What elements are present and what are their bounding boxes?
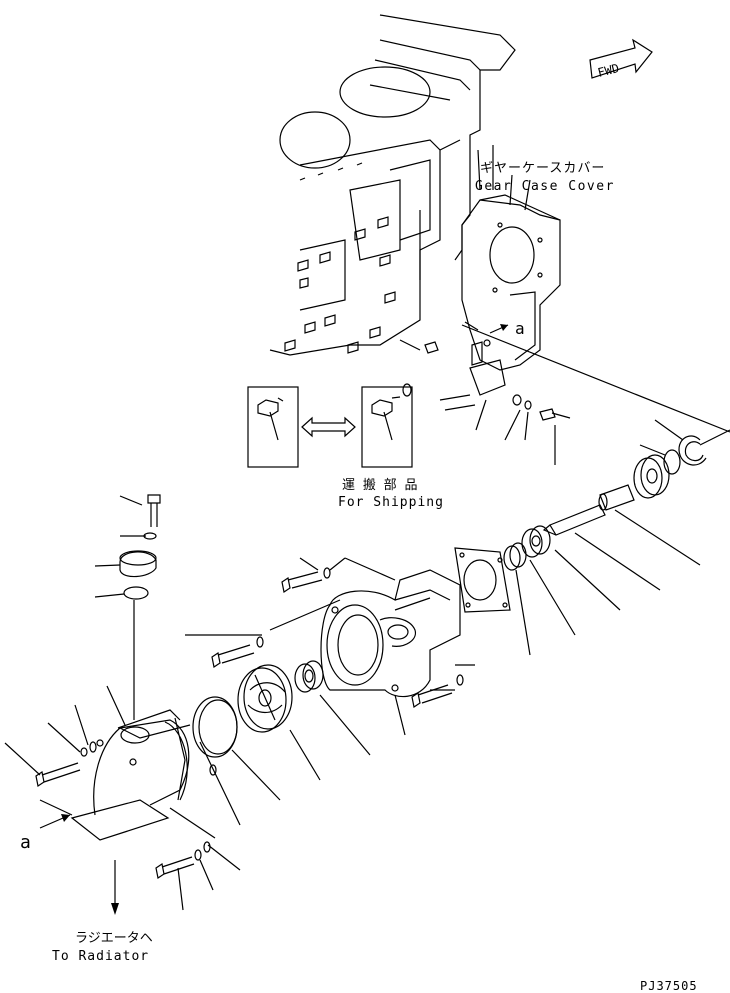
for-shipping-jp-label: 運 搬 部 品	[342, 478, 417, 493]
o-ring	[192, 696, 238, 758]
gear-case-cover-jp-label: ギヤーケースカバー	[480, 161, 605, 176]
oil-seal	[503, 542, 527, 571]
ref-label-a-upper: a	[515, 319, 525, 338]
gear-case-cover	[461, 145, 561, 371]
bolt-body-upper	[281, 567, 331, 593]
bearing-small	[521, 525, 551, 558]
to-radiator-jp-label: ラジエータヘ	[75, 931, 153, 946]
drawing-number: PJ37505	[640, 979, 698, 993]
gear-case-cover-en-label: Gear Case Cover	[475, 179, 615, 194]
cap-gasket	[123, 586, 149, 600]
gasket	[454, 547, 511, 613]
ref-arrow-a-left: a	[20, 814, 71, 853]
engine-block	[269, 14, 516, 356]
mechanical-seal	[294, 660, 324, 693]
cap	[119, 550, 157, 578]
water-outlet-elbow	[70, 709, 217, 841]
shipping-box-left	[247, 386, 299, 468]
bolt-body-middle	[211, 636, 264, 668]
bolt-elbow-left	[35, 741, 97, 787]
to-radiator-en-label: To Radiator	[52, 949, 149, 964]
impeller	[237, 664, 293, 733]
bearing-large	[633, 454, 670, 499]
bracket-and-gaskets	[399, 321, 571, 465]
pump-body	[320, 569, 461, 698]
snap-ring	[678, 435, 707, 466]
shipping-box-right	[361, 386, 413, 468]
for-shipping-en-label: For Shipping	[338, 495, 444, 510]
fwd-label: FWD	[596, 61, 620, 80]
retaining-ring	[663, 449, 681, 475]
pump-shaft	[542, 504, 606, 536]
bolt-body-lower	[411, 674, 464, 708]
ref-arrow-a-upper: a	[489, 319, 525, 338]
bolt-elbow-bottom	[155, 841, 211, 879]
ref-label-a-left: a	[20, 832, 31, 853]
fwd-arrow: FWD	[589, 38, 653, 80]
double-arrow	[301, 416, 356, 438]
spacer	[598, 484, 635, 511]
bolt-top	[143, 494, 161, 540]
radiator-direction-arrow	[111, 860, 119, 915]
